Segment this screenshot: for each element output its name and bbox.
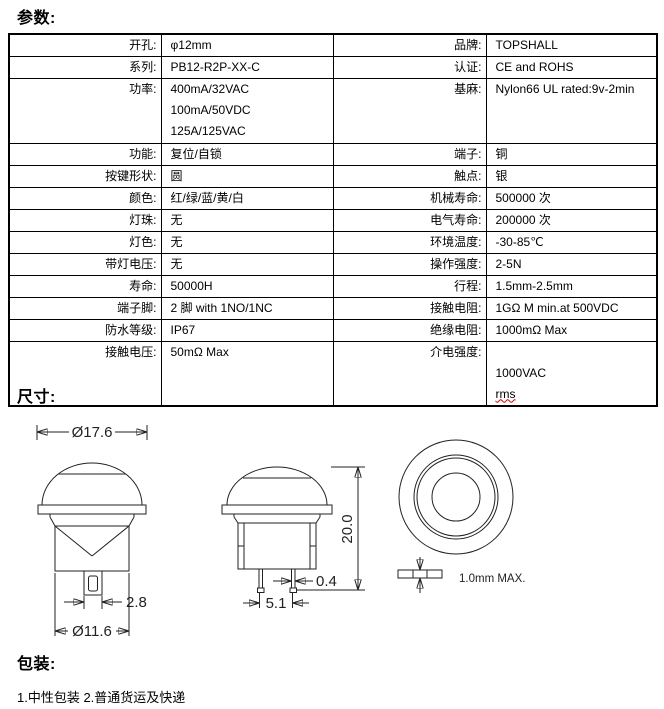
spec-value: TOPSHALL [485,33,658,57]
spec-label: 按键形状: [8,164,162,188]
spec-label: 开孔: [8,33,162,57]
dim-label-pin-pitch: 5.1 [266,595,287,612]
spec-label: 操作强度: [332,252,487,276]
spec-value: 1GΩ M min.at 500VDC [485,296,658,320]
dimension-drawings: Ø17.6 2.8 Ø11.6 [36,424,525,640]
table-row: 系列: PB12-R2P-XX-C 认证: CE and ROHS [8,56,658,79]
table-row: 按键形状: 圆 触点: 银 [8,164,658,188]
table-row: 防水等级: IP67 绝缘电阻: 1000mΩ Max [8,318,658,342]
spec-value-main: 1000VAC [495,365,546,380]
spec-label: 绝缘电阻: [332,318,487,342]
spec-value: 50000H [160,274,334,298]
front-view-drawing: Ø17.6 2.8 Ø11.6 [36,424,148,640]
spec-label: 接触电阻: [332,296,487,320]
spec-value: 2 脚 with 1NO/1NC [160,296,334,320]
spec-value: 50mΩ Max [160,340,334,406]
spec-label: 功率: [8,78,162,144]
table-row: 功率: 400mA/32VAC 100mA/50VDC 125A/125VAC … [8,78,658,144]
spec-value: Nylon66 UL rated:9v-2min [485,78,658,144]
spec-label: 颜色: [8,186,162,210]
dim-label-body-diameter: Ø11.6 [72,623,112,640]
table-row: 颜色: 红/绿/蓝/黄/白 机械寿命: 500000 次 [8,186,658,210]
spec-label: 端子: [332,142,487,166]
dims-heading: 尺寸: [17,389,56,406]
table-row: 接触电压: 50mΩ Max 介电强度: 1000VAC rms [8,340,658,406]
dim-label-top-diameter: Ø17.6 [72,424,113,441]
spec-label: 端子脚: [8,296,162,320]
spec-label: 系列: [8,56,162,79]
spec-value: 无 [160,252,334,276]
spec-value: PB12-R2P-XX-C [160,56,334,79]
spec-value: 红/绿/蓝/黄/白 [160,186,334,210]
spec-value: 银 [485,164,658,188]
spec-value: 无 [160,230,334,254]
spec-label: 行程: [332,274,487,298]
side-view-drawing: 0.4 5.1 20.0 [221,466,365,612]
table-row: 寿命: 50000H 行程: 1.5mm-2.5mm [8,274,658,298]
dim-label-pin-width: 0.4 [316,573,337,590]
spec-label: 介电强度: [332,340,487,406]
spec-label: 灯色: [8,230,162,254]
panel-thickness-drawing: 1.0mm MAX. [397,557,525,593]
table-row: 开孔: φ12mm 品牌: TOPSHALL [8,33,658,57]
spec-table: 开孔: φ12mm 品牌: TOPSHALL 系列: PB12-R2P-XX-C… [8,33,658,407]
spec-value: CE and ROHS [485,56,658,79]
dim-label-terminal-width: 2.8 [126,594,147,611]
packing-note: 1.中性包装 2.普通货运及快递 [17,690,186,705]
spec-value: 200000 次 [485,208,658,232]
spec-label: 防水等级: [8,318,162,342]
spec-value: IP67 [160,318,334,342]
spec-label: 机械寿命: [332,186,487,210]
spec-value-rms-misspelled: rms [495,386,516,401]
spec-value: 复位/自锁 [160,142,334,166]
table-row: 端子脚: 2 脚 with 1NO/1NC 接触电阻: 1GΩ M min.at… [8,296,658,320]
dim-label-total-height: 20.0 [339,514,356,543]
spec-label: 灯珠: [8,208,162,232]
spec-label: 基麻: [332,78,487,144]
spec-label: 电气寿命: [332,208,487,232]
spec-value: 无 [160,208,334,232]
spec-value: 铜 [485,142,658,166]
table-row: 灯珠: 无 电气寿命: 200000 次 [8,208,658,232]
spec-label: 品牌: [332,33,487,57]
spec-value: φ12mm [160,33,334,57]
table-row: 带灯电压: 无 操作强度: 2-5N [8,252,658,276]
spec-value: 500000 次 [485,186,658,210]
spec-label: 接触电压: [8,340,162,406]
packing-heading: 包装: [17,656,56,673]
spec-value: -30-85℃ [485,230,658,254]
spec-value: 1.5mm-2.5mm [485,274,658,298]
top-view-drawing [398,439,514,555]
spec-value: 1000mΩ Max [485,318,658,342]
spec-label: 寿命: [8,274,162,298]
spec-value: 1000VAC rms [485,340,658,406]
spec-label: 带灯电压: [8,252,162,276]
spec-label: 功能: [8,142,162,166]
dim-label-panel-thickness: 1.0mm MAX. [459,573,525,585]
table-row: 功能: 复位/自锁 端子: 铜 [8,142,658,166]
spec-label: 环境温度: [332,230,487,254]
spec-value: 圆 [160,164,334,188]
table-row: 灯色: 无 环境温度: -30-85℃ [8,230,658,254]
spec-value: 2-5N [485,252,658,276]
spec-value: 400mA/32VAC 100mA/50VDC 125A/125VAC [160,78,334,144]
spec-label: 认证: [332,56,487,79]
spec-label: 触点: [332,164,487,188]
params-heading: 参数: [17,10,56,27]
